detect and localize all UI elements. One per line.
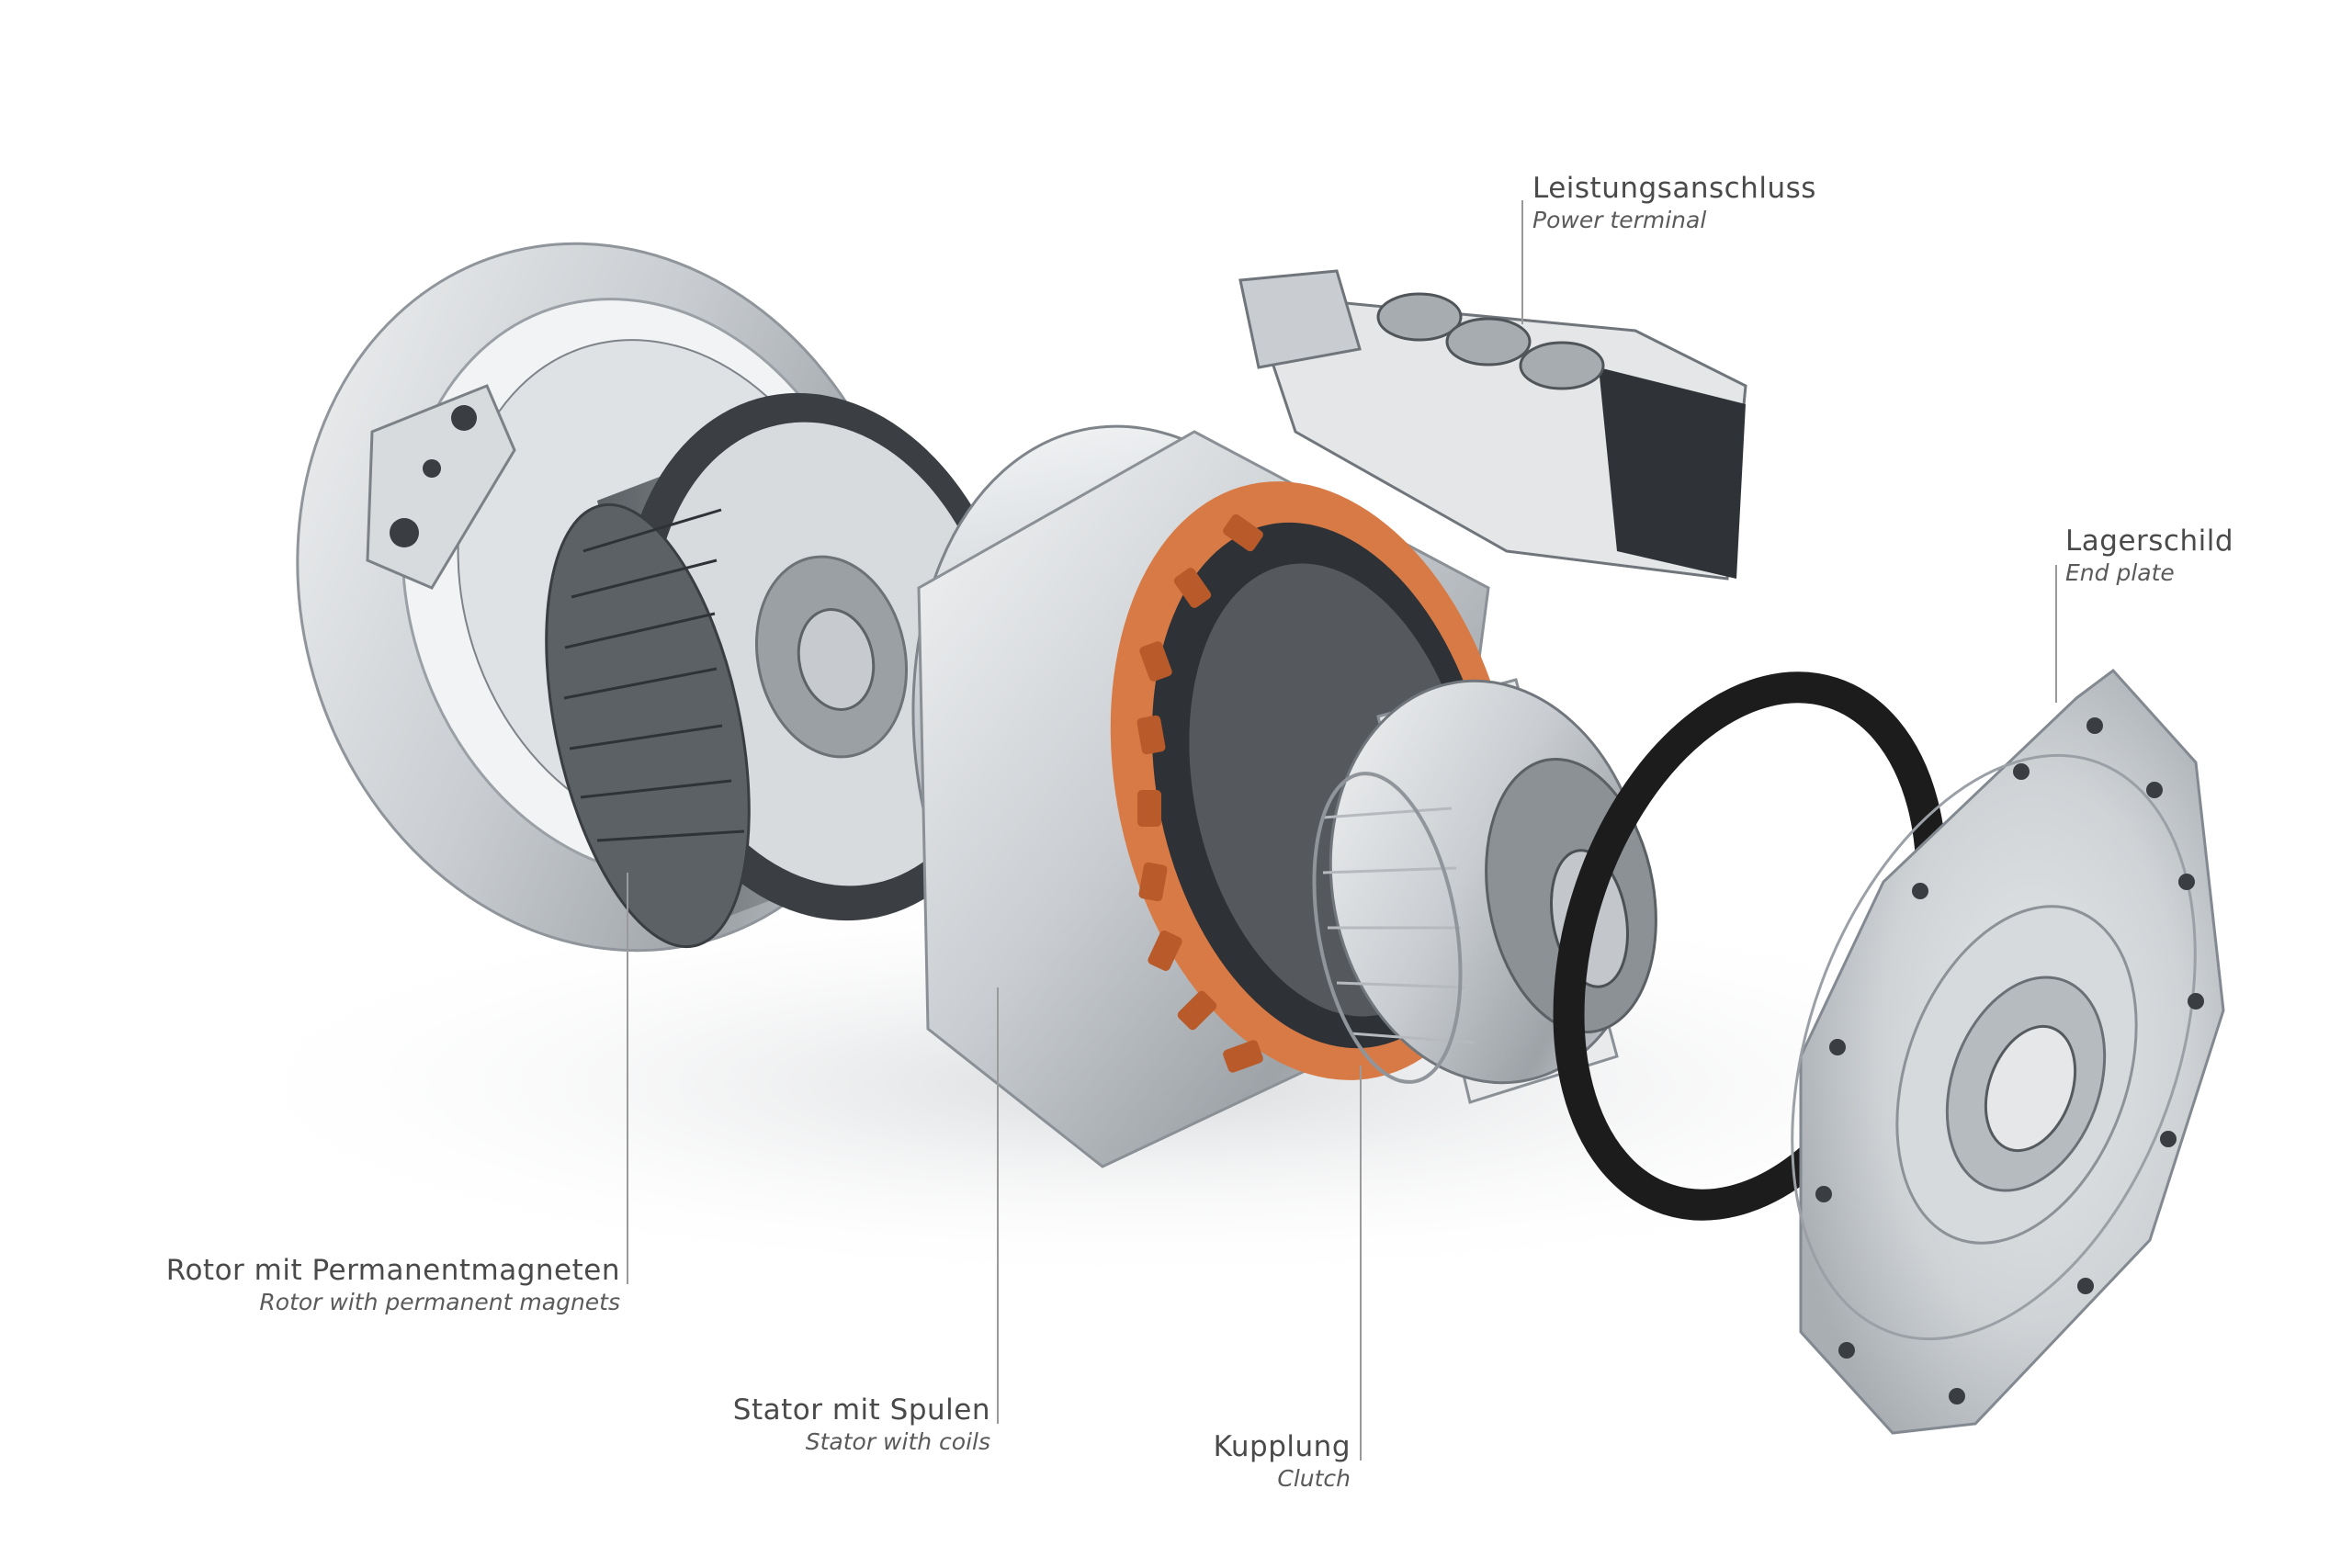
power-terminal [1238,269,1747,581]
label-clutch: Kupplung Clutch [1213,1430,1351,1492]
label-clutch-en: Clutch [1277,1465,1351,1492]
leader-line-rotor [627,873,628,1284]
leader-line-stator [997,987,999,1424]
end-plate [1791,668,2225,1435]
label-power-terminal: Leistungsanschluss Power terminal [1532,172,1816,233]
label-power-terminal-de: Leistungsanschluss [1532,172,1816,205]
leader-line-power-terminal [1521,200,1523,324]
label-rotor-de: Rotor mit Permanentmagneten [165,1254,620,1287]
label-clutch-de: Kupplung [1213,1430,1351,1463]
label-power-terminal-en: Power terminal [1532,207,1707,233]
label-stator-en: Stator with coils [805,1428,990,1455]
label-stator-de: Stator mit Spulen [732,1393,990,1427]
label-rotor-en: Rotor with permanent magnets [259,1289,620,1315]
leader-line-end-plate [2055,565,2057,703]
label-end-plate-en: End plate [2065,559,2175,586]
label-end-plate: Lagerschild End plate [2065,525,2234,586]
label-rotor: Rotor mit Permanentmagneten Rotor with p… [166,1257,620,1314]
label-end-plate-de: Lagerschild [2065,525,2234,558]
label-stator: Stator mit Spulen Stator with coils [732,1393,990,1455]
leader-line-clutch [1360,1066,1362,1461]
